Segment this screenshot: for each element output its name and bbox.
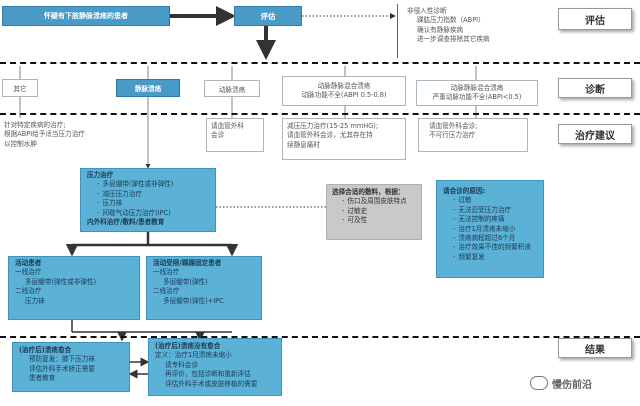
- unhealed-line-2: 定义：治疗1月溃疡未缩小: [155, 351, 232, 360]
- compression-footer: 内外科治疗/敷料/患者教育: [87, 218, 165, 227]
- diag-mixed1-line2: 动脉功能不全(ABPI 0.5-0.8): [301, 91, 387, 99]
- referral-item-4: 治疗1月溃疡未缩小: [443, 225, 537, 234]
- advice-mixed1-line1: 减压压力治疗(15-25 mmHG);: [287, 122, 379, 130]
- referral-box: 请会诊的原因: 过敏 无法忍受压力治疗 无法控制的疼痛 治疗1月溃疡未缩小 溃疡…: [436, 180, 544, 278]
- suspect-label: 怀疑有下肢静脉溃疡的患者: [44, 12, 128, 20]
- compression-title: 压力治疗: [87, 171, 114, 179]
- unhealed-box: (治疗后)溃疡没有愈合 定义：治疗1月溃疡未缩小 请专科会诊 再评价，包括诊断和…: [148, 338, 282, 396]
- dressing-item-3: 可及性: [332, 216, 416, 225]
- referral-item-3: 无法控制的疼痛: [443, 215, 537, 224]
- advice-mixed2-line2: 不可行压力治疗: [429, 131, 476, 140]
- healed-line-2: 预防复发：膝下压力袜: [29, 355, 95, 364]
- assess-note-1: 非侵入性诊断: [407, 7, 447, 15]
- diag-arterial-label: 动脉溃疡: [218, 85, 246, 94]
- unhealed-line-3: 请专科会诊: [165, 360, 198, 369]
- unhealed-line-4: 再评价，包括诊断和重新评估: [165, 370, 251, 379]
- advice-other: 针对特定疾病的治疗; 根据ABPI给予适当压力治疗 以控制水肿: [2, 118, 114, 158]
- suspect-box: 怀疑有下肢静脉溃疡的患者: [2, 6, 170, 26]
- stage-treatment: 治疗建议: [558, 124, 632, 144]
- separator-diagnosis: [0, 62, 640, 64]
- healed-box: (治疗后)溃疡愈合 预防复发：膝下压力袜 评估外科手术矫正需要 患者教育: [12, 342, 130, 392]
- healed-line-3: 评估外科手术矫正需要: [29, 364, 95, 373]
- mobile-box: 活动患者 一线治疗 多层绷带(弹性或非弹性) 二线治疗 压力袜: [8, 256, 140, 320]
- mobile-title: 活动患者: [15, 259, 42, 267]
- stage-outcome-label: 结果: [585, 344, 605, 356]
- immobile-box: 活动受限/踝踝固定患者 一线治疗 多层绷带(弹性) 二线治疗 多层绷带(弹性)+…: [146, 256, 262, 320]
- dressing-item-2: 过敏史: [332, 207, 416, 216]
- advice-mixed2-line1: 请血管外科会诊;: [429, 122, 478, 130]
- advice-arterial-line2: 会诊: [211, 131, 225, 140]
- watermark-label: 慢伤前沿: [552, 379, 592, 391]
- stage-assess: 评估: [558, 8, 632, 30]
- assess-box: 评估: [234, 6, 302, 26]
- chat-bubble-icon: [530, 376, 548, 390]
- compression-item-2: 减压压力治疗: [87, 190, 209, 199]
- advice-mixed1-line3: 续静息痛时: [287, 140, 320, 149]
- stage-diagnosis-label: 诊断: [585, 84, 605, 96]
- immobile-line-4: 多层绷带(弹性)+IPC: [163, 296, 224, 305]
- diag-mixed1: 动脉静脉混合溃疡 动脉功能不全(ABPI 0.5-0.8): [282, 76, 406, 106]
- mobile-line-4: 压力袜: [25, 296, 45, 305]
- assess-note-2: 踝肱压力指数（ABPI）: [417, 16, 485, 25]
- assess-note-4: 进一步调查排除其它疾病: [417, 35, 490, 44]
- referral-item-2: 无法忍受压力治疗: [443, 206, 537, 215]
- referral-title: 请会诊的原因:: [443, 187, 486, 195]
- dressing-title: 选择合适的敷料，根据：: [332, 188, 405, 196]
- diag-other-label: 其它: [13, 85, 27, 93]
- dressing-item-1: 伤口及周围皮肤特点: [332, 197, 416, 206]
- mobile-line-3: 二线治疗: [15, 287, 42, 296]
- advice-other-line1: 针对特定疾病的治疗;: [4, 121, 66, 129]
- immobile-title: 活动受限/踝踝固定患者: [153, 259, 222, 267]
- separator-outcome: [0, 336, 640, 338]
- diag-venous-label: 静脉溃疡: [134, 85, 162, 93]
- assess-notes: 非侵入性诊断 踝肱压力指数（ABPI） 确认有静脉疾病 进一步调查排除其它疾病: [397, 4, 547, 58]
- stage-diagnosis: 诊断: [558, 78, 632, 98]
- referral-item-5: 溃疡病程超过6个月: [443, 234, 537, 243]
- mobile-line-2: 多层绷带(弹性或非弹性): [25, 277, 97, 286]
- advice-mixed2: 请血管外科会诊; 不可行压力治疗: [418, 118, 528, 152]
- advice-mixed1-line2: 请血管外科会诊，尤其存在持: [287, 131, 373, 140]
- unhealed-line-1: (治疗后)溃疡没有愈合: [155, 342, 221, 350]
- mobile-line-1: 一线治疗: [15, 268, 42, 277]
- advice-other-line2: 根据ABPI给予适当压力治疗: [4, 130, 85, 139]
- referral-item-7: 频繁复发: [443, 253, 537, 262]
- diag-mixed2-line1: 动脉静脉混合溃疡: [450, 83, 504, 92]
- advice-arterial: 请血管外科 会诊: [206, 118, 264, 152]
- diag-mixed1-line1: 动脉静脉混合溃疡: [317, 81, 371, 90]
- healed-line-4: 患者教育: [29, 374, 56, 383]
- separator-treatment: [0, 113, 640, 115]
- diag-mixed2-line2: 严重动脉功能不全(ABPI<0.5): [432, 93, 522, 101]
- dressing-box: 选择合适的敷料，根据： 伤口及周围皮肤特点 过敏史 可及性: [326, 184, 422, 240]
- referral-item-1: 过敏: [443, 196, 537, 205]
- compression-box: 压力治疗 多层绷带(弹性或非弹性) 减压压力治疗 压力袜 间歇气动压力治疗(IP…: [80, 168, 216, 232]
- advice-arterial-line1: 请血管外科: [211, 122, 244, 130]
- stage-outcome: 结果: [558, 338, 632, 358]
- compression-item-4: 间歇气动压力治疗(IPC): [87, 209, 209, 218]
- compression-item-1: 多层绷带(弹性或非弹性): [87, 180, 209, 189]
- healed-line-1: (治疗后)溃疡愈合: [19, 346, 72, 354]
- immobile-line-1: 一线治疗: [153, 268, 180, 277]
- stage-assess-label: 评估: [585, 15, 605, 27]
- stage-treatment-label: 治疗建议: [575, 130, 615, 142]
- assess-label: 评估: [260, 11, 276, 21]
- compression-item-3: 压力袜: [87, 199, 209, 208]
- watermark: 慢伤前沿: [530, 372, 634, 394]
- diag-venous: 静脉溃疡: [116, 79, 180, 97]
- advice-mixed1: 减压压力治疗(15-25 mmHG); 请血管外科会诊，尤其存在持 续静息痛时: [282, 118, 406, 160]
- immobile-line-2: 多层绷带(弹性): [163, 277, 208, 286]
- referral-item-6: 治疗效果不佳的频繁积液: [443, 243, 537, 252]
- unhealed-line-5: 评估外科手术或皮肤移植的需要: [165, 379, 258, 388]
- diag-other: 其它: [2, 79, 38, 97]
- diag-mixed2: 动脉静脉混合溃疡 严重动脉功能不全(ABPI<0.5): [416, 80, 538, 106]
- advice-other-line3: 以控制水肿: [4, 139, 37, 148]
- immobile-line-3: 二线治疗: [153, 287, 180, 296]
- diag-arterial: 动脉溃疡: [204, 80, 260, 97]
- assess-note-3: 确认有静脉疾病: [417, 25, 464, 34]
